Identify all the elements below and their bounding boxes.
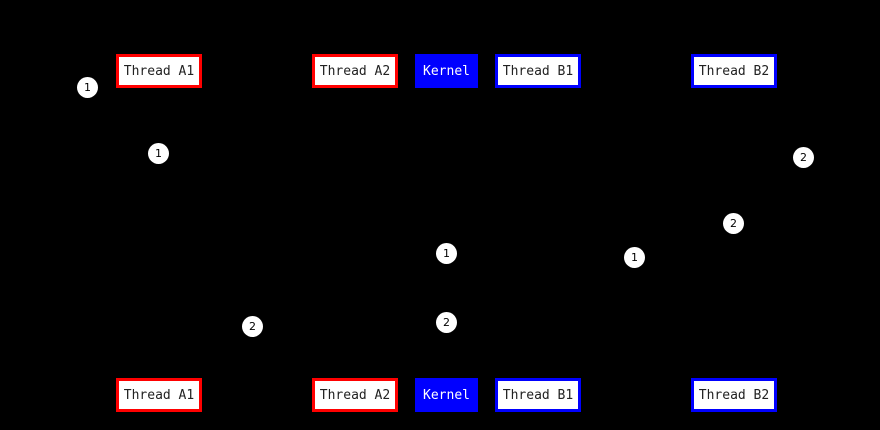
participant-box-thread-a2-top[interactable]: Thread A2: [312, 54, 398, 88]
participant-label-kernel-bottom: Kernel: [423, 387, 470, 403]
step-badge: 1: [77, 77, 98, 98]
participant-box-thread-b1-bottom[interactable]: Thread B1: [495, 378, 581, 412]
lifeline-thread-a1: [159, 88, 160, 378]
step-badge-number: 1: [631, 251, 638, 264]
message-arrow-m4: [446, 244, 538, 245]
message-arrow-m6: [355, 345, 446, 346]
participant-box-thread-b2-top[interactable]: Thread B2: [691, 54, 777, 88]
message-arrowhead-m3: [538, 174, 545, 182]
step-badge-number: 1: [84, 81, 91, 94]
participant-label-kernel-top: Kernel: [423, 63, 470, 79]
message-arrow-m1: [159, 108, 355, 109]
message-arrow-m7: [159, 348, 355, 349]
message-arrow-m5: [446, 278, 538, 279]
step-badge: 2: [793, 147, 814, 168]
participant-box-thread-b1-top[interactable]: Thread B1: [495, 54, 581, 88]
step-badge: 2: [723, 213, 744, 234]
step-badge-number: 1: [443, 247, 450, 260]
participant-label-thread-b2-top: Thread B2: [698, 63, 770, 79]
participant-label-thread-a2-bottom: Thread A2: [319, 387, 391, 403]
message-arrowhead-m2: [439, 171, 446, 179]
participant-box-kernel-top[interactable]: Kernel: [415, 54, 478, 88]
step-badge: 1: [436, 243, 457, 264]
message-arrowhead-m6: [355, 341, 362, 349]
participant-box-thread-a2-bottom[interactable]: Thread A2: [312, 378, 398, 412]
participant-box-thread-a1-bottom[interactable]: Thread A1: [116, 378, 202, 412]
participant-label-thread-a2-top: Thread A2: [319, 63, 391, 79]
step-badge-number: 2: [800, 151, 807, 164]
message-arrowhead-m7: [159, 344, 166, 352]
step-badge: 1: [624, 247, 645, 268]
participant-label-thread-a1-bottom: Thread A1: [123, 387, 195, 403]
lifeline-kernel: [446, 88, 447, 378]
participant-box-thread-b2-bottom[interactable]: Thread B2: [691, 378, 777, 412]
message-arrowhead-m5: [531, 274, 538, 282]
participant-label-thread-b2-bottom: Thread B2: [698, 387, 770, 403]
message-arrow-m3: [538, 178, 734, 179]
step-badge-number: 1: [155, 147, 162, 160]
step-badge: 2: [436, 312, 457, 333]
participant-box-kernel-bottom[interactable]: Kernel: [415, 378, 478, 412]
participant-label-thread-a1-top: Thread A1: [123, 63, 195, 79]
message-arrowhead-m1: [348, 104, 355, 112]
step-badge-number: 2: [730, 217, 737, 230]
participant-label-thread-b1-top: Thread B1: [502, 63, 574, 79]
step-badge-number: 2: [249, 320, 256, 333]
step-badge: 1: [148, 143, 169, 164]
participant-box-thread-a1-top[interactable]: Thread A1: [116, 54, 202, 88]
step-badge: 2: [242, 316, 263, 337]
lifeline-thread-a2: [355, 88, 356, 378]
participant-label-thread-b1-bottom: Thread B1: [502, 387, 574, 403]
step-badge-number: 2: [443, 316, 450, 329]
message-arrow-m2: [355, 175, 446, 176]
lifeline-thread-b1: [538, 88, 539, 378]
